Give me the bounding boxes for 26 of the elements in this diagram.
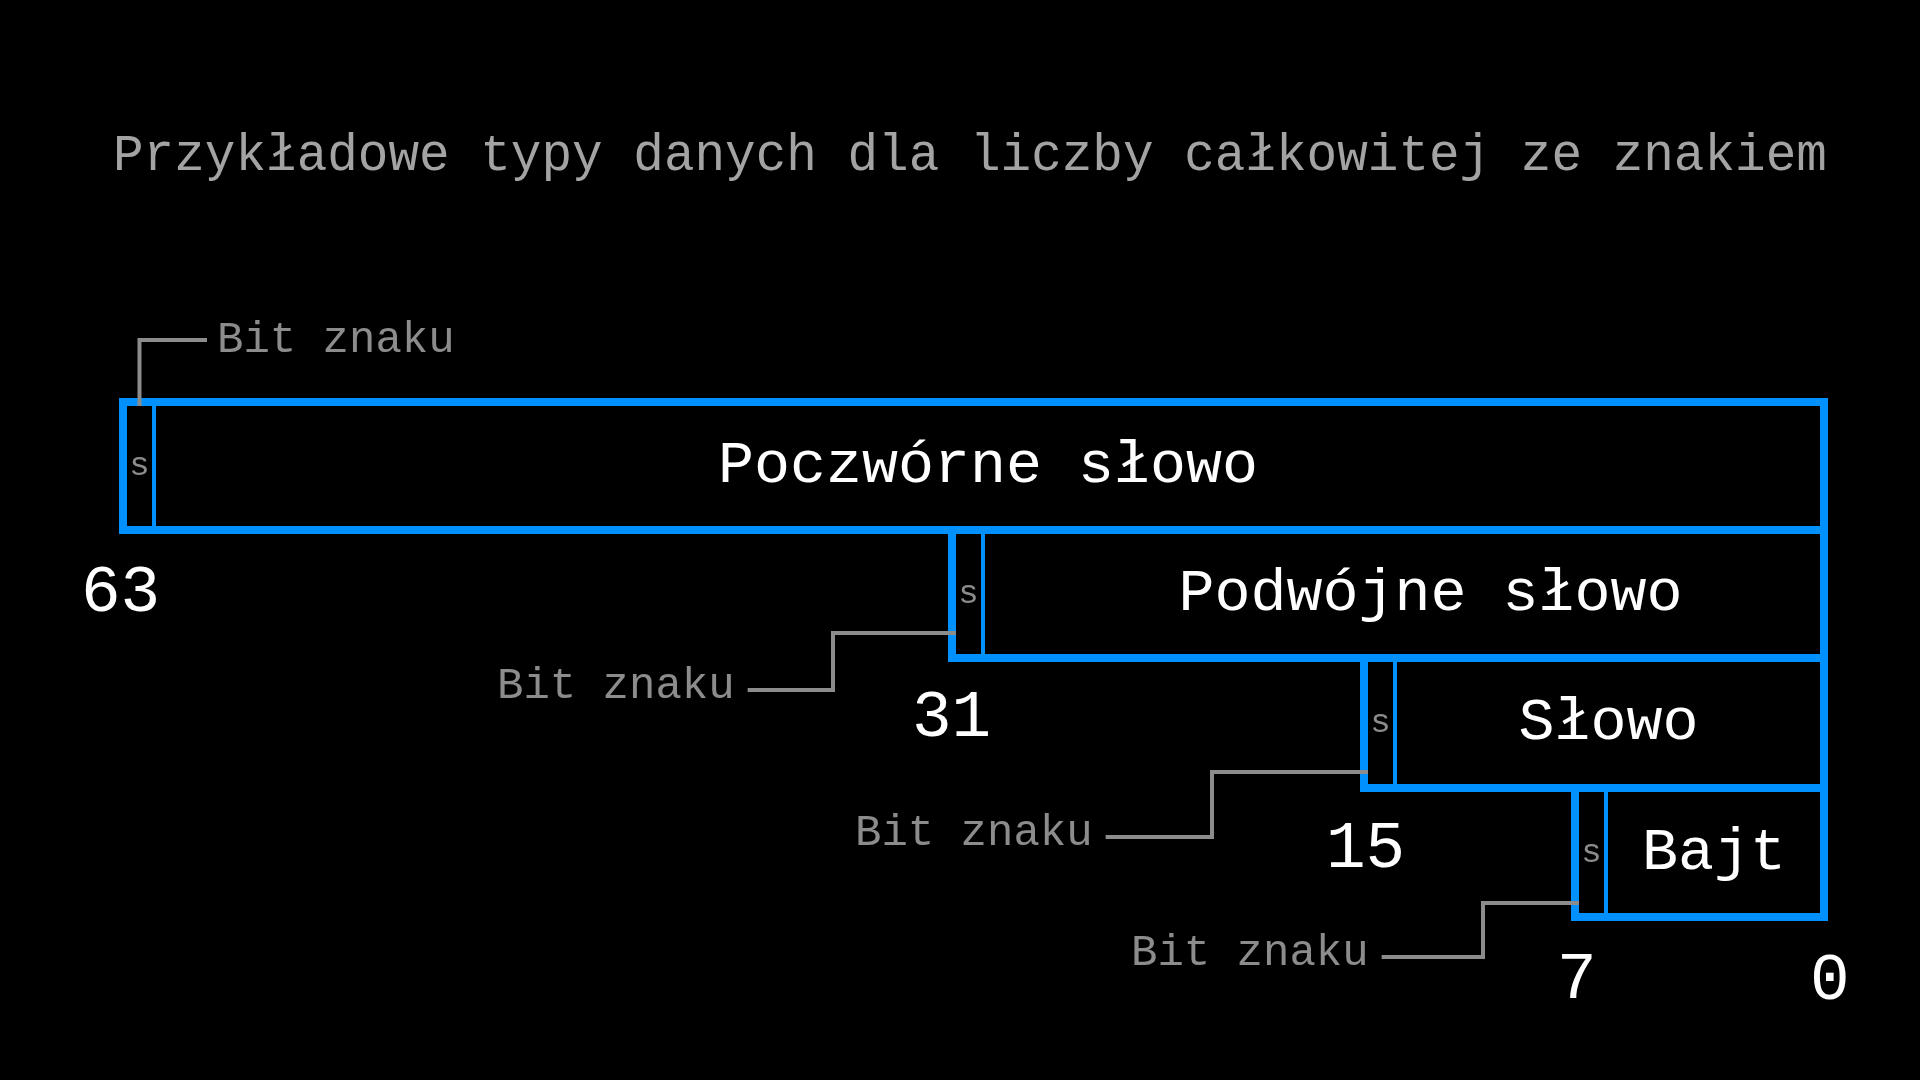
callout-label: Bit znaku (855, 811, 1093, 855)
data-type-label: Słowo (1518, 693, 1699, 753)
leader-line (1381, 901, 1579, 959)
data-type-label: Poczwórne słowo (717, 436, 1259, 496)
leader-line (1105, 770, 1368, 839)
data-type-box (1571, 792, 1828, 921)
data-type-label: Podwójne słowo (1178, 564, 1683, 624)
leader-line (747, 631, 956, 692)
sign-bit-letter: s (958, 577, 979, 611)
data-type-box (1360, 662, 1828, 792)
callout-label: Bit znaku (497, 664, 735, 708)
sign-bit-letter: s (1581, 835, 1602, 870)
diagram-title: Przykładowe typy danych dla liczby całkowitej ze znakiem (113, 131, 1827, 182)
bit-number: 31 (912, 686, 992, 752)
data-type-box (948, 534, 1828, 662)
leader-line (137, 338, 207, 406)
callout-label: Bit znaku (217, 318, 455, 362)
bit-number: 7 (1557, 948, 1597, 1014)
callout-label: Bit znaku (1131, 931, 1369, 975)
bit-number: 63 (81, 561, 161, 627)
sign-bit-letter: s (129, 449, 150, 483)
data-type-box (119, 398, 1828, 534)
bit-number: 0 (1810, 949, 1850, 1015)
sign-bit-letter: s (1370, 706, 1391, 740)
bit-number: 15 (1326, 817, 1406, 883)
data-type-label: Bajt (1642, 822, 1786, 883)
